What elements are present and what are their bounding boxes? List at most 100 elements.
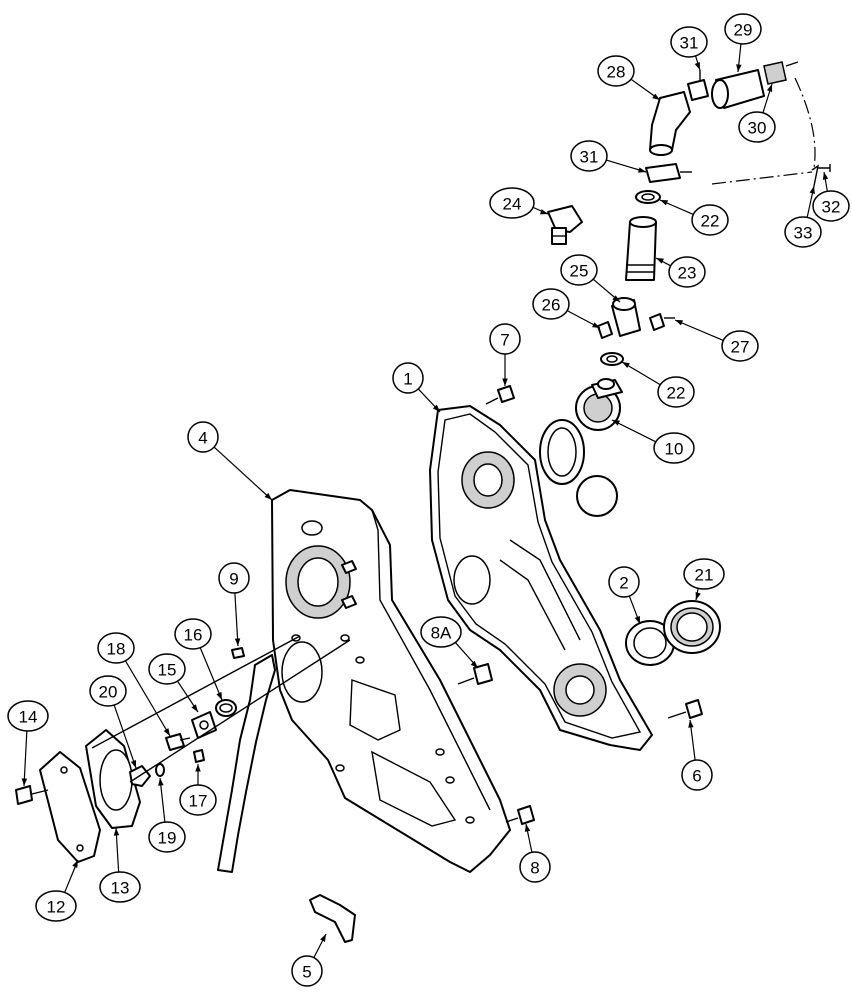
callout-label-c2: 2 [619, 574, 628, 593]
plug-part-26 [597, 321, 613, 339]
pipe-part-23 [625, 216, 657, 281]
callout-label-c33: 33 [794, 224, 813, 243]
callout-arrowhead-c1 [432, 404, 440, 412]
callout-leader-c10 [611, 419, 657, 443]
callout-c13: 13 [99, 827, 141, 903]
callout-label-c24: 24 [503, 195, 522, 214]
clamp-part-31-lower [645, 163, 692, 183]
callout-label-c28: 28 [607, 63, 626, 82]
callout-c16: 16 [174, 618, 223, 701]
callout-c20: 20 [89, 675, 137, 769]
callout-circle-c25 [560, 254, 598, 286]
callout-label-c26: 26 [542, 296, 561, 315]
bracket-part-33 [811, 164, 820, 187]
callout-leader-c18 [124, 660, 171, 737]
callout-arrowhead-c5 [320, 934, 326, 942]
callout-arrowhead-c30 [766, 84, 773, 92]
callout-label-c8a: 8A [431, 624, 452, 643]
spring-part-30 [763, 61, 799, 85]
callout-label-c1: 1 [403, 370, 412, 389]
callout-arrowhead-c15 [191, 704, 198, 712]
bolt-part-7 [485, 385, 515, 405]
callout-label-c6: 6 [692, 767, 701, 786]
callout-circle-c19 [148, 821, 186, 853]
callout-c29: 29 [724, 13, 762, 73]
callout-circle-c1 [392, 362, 424, 394]
washer-part-22-lower [600, 352, 624, 366]
callout-label-c18: 18 [107, 640, 126, 659]
callout-circle-c18 [97, 632, 135, 664]
bolt-part-6 [667, 699, 703, 719]
callout-label-c22b: 22 [667, 384, 686, 403]
callout-arrowhead-c17 [195, 764, 201, 772]
tee-part-25 [611, 297, 641, 337]
callout-c22b: 22 [621, 361, 695, 408]
callout-circle-c22b [657, 376, 695, 408]
callout-c5: 5 [291, 933, 327, 987]
front-cover-part-1 [429, 405, 653, 751]
routing-line-upper [794, 77, 816, 169]
callout-label-c13: 13 [111, 879, 130, 898]
callout-c6: 6 [681, 719, 713, 791]
callout-c7: 7 [489, 323, 521, 386]
callout-label-c5: 5 [302, 963, 311, 982]
callout-c18: 18 [97, 632, 171, 737]
pin-part-9 [231, 647, 245, 659]
callout-c31b: 31 [570, 140, 647, 173]
callout-label-c19: 19 [158, 829, 177, 848]
callout-circle-c5 [291, 955, 323, 987]
bolt-part-14 [15, 785, 49, 805]
bolt-part-8a [457, 663, 493, 685]
callout-circle-c30 [738, 111, 776, 143]
callout-circle-c7 [489, 323, 521, 355]
callout-c8a: 8A [420, 616, 479, 669]
callout-c14: 14 [7, 700, 49, 787]
callout-circle-c14 [7, 700, 49, 732]
gasket-part-5 [217, 654, 356, 943]
callout-c28: 28 [597, 55, 661, 101]
callout-circle-c28 [597, 55, 635, 87]
callout-arrowhead-c25 [612, 295, 620, 302]
screw-part-32 [818, 164, 831, 172]
callout-arrowhead-c20 [130, 760, 137, 768]
callout-leader-c9 [234, 592, 239, 647]
callout-label-c32: 32 [822, 198, 841, 217]
callout-circle-c8a [420, 616, 462, 648]
callout-layer: 12456788A9101213141516171819202122222324… [7, 13, 850, 987]
callout-leader-c14 [23, 730, 28, 787]
callout-arrowhead-c7 [502, 378, 508, 386]
seal-part-21 [663, 600, 721, 654]
callout-label-c15: 15 [158, 661, 177, 680]
callout-c15: 15 [148, 653, 199, 713]
callout-circle-c17 [179, 784, 217, 816]
callout-arrowhead-c8 [524, 824, 531, 832]
callout-circle-c33 [784, 216, 822, 248]
assembly-line-upper [91, 635, 301, 749]
callout-arrowhead-c21 [695, 592, 701, 600]
callout-circle-c22a [691, 204, 729, 236]
callout-leader-c4 [213, 446, 273, 501]
callout-arrowhead-c31b [638, 167, 646, 173]
oring-part-19 [155, 763, 165, 777]
callout-arrowhead-c32 [822, 172, 829, 180]
callout-label-c12: 12 [47, 898, 66, 917]
callout-label-c7: 7 [500, 331, 509, 350]
callout-circle-c20 [89, 675, 127, 707]
callout-label-c8: 8 [530, 859, 539, 878]
plate-part-15 [191, 711, 217, 739]
callout-label-c22a: 22 [701, 212, 720, 231]
callout-circle-c21 [683, 558, 725, 590]
callout-label-c21: 21 [695, 566, 714, 585]
callout-circle-c31b [570, 140, 608, 172]
callout-circle-c2 [608, 566, 640, 598]
callout-c4: 4 [187, 421, 273, 501]
callout-label-c9: 9 [229, 570, 238, 589]
gear-housing-part-4 [271, 489, 511, 873]
plug-ball [576, 475, 618, 517]
callout-c24: 24 [489, 187, 549, 219]
callout-arrowhead-c33 [809, 186, 815, 194]
callout-arrowhead-c10 [612, 420, 620, 426]
seal-part-2 [625, 620, 675, 666]
callout-circle-c26 [532, 288, 570, 320]
